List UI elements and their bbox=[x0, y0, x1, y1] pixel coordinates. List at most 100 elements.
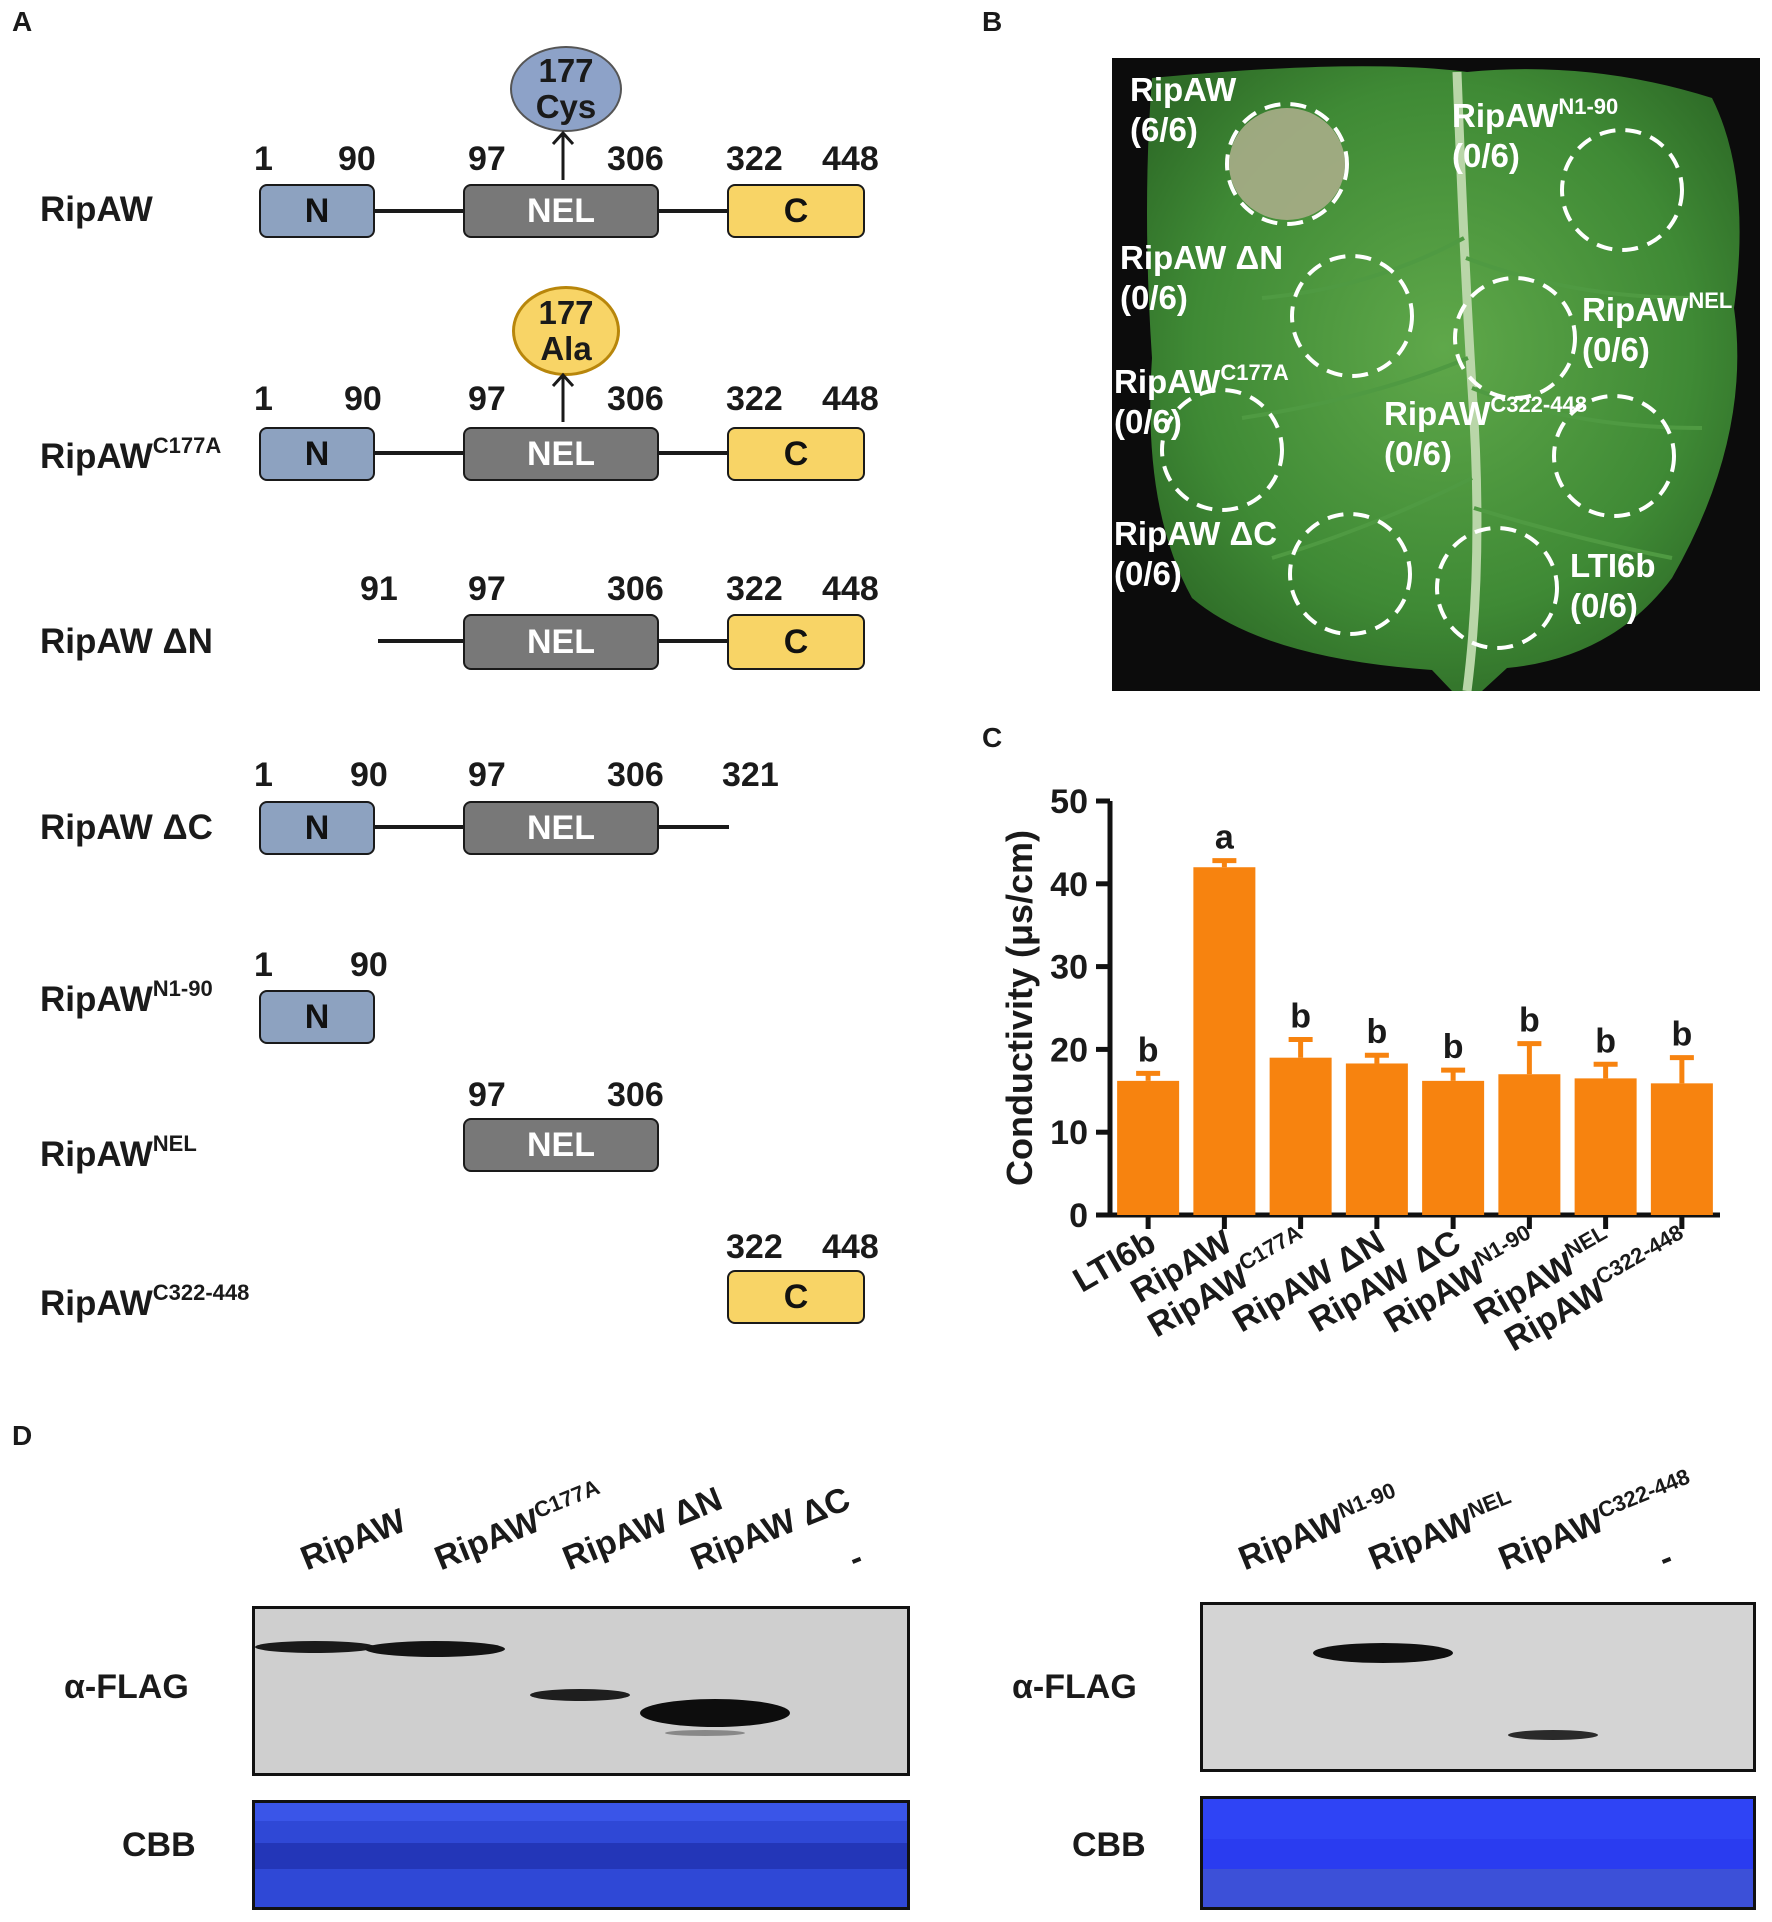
position-97: 97 bbox=[468, 756, 506, 794]
construct-label-ripaw-delta-c: RipAW ΔC bbox=[40, 808, 213, 847]
nel-domain: NEL bbox=[463, 614, 659, 670]
leaf-label-ripaw-c177a: RipAWC177A(0/6) bbox=[1114, 360, 1289, 440]
significance-letter: b bbox=[1595, 1022, 1616, 1060]
blot-bands bbox=[255, 1641, 790, 1736]
blot-bands bbox=[1313, 1643, 1598, 1740]
nel-domain: NEL bbox=[463, 427, 659, 481]
position-306: 306 bbox=[607, 1076, 664, 1114]
linker-line bbox=[378, 639, 464, 643]
leaf-image bbox=[1147, 66, 1740, 691]
position-97: 97 bbox=[468, 1076, 506, 1114]
significance-letter: b bbox=[1671, 1016, 1692, 1054]
position-97: 97 bbox=[468, 380, 506, 418]
y-tick-label: 50 bbox=[1050, 783, 1088, 821]
linker-line bbox=[657, 825, 729, 829]
position-90: 90 bbox=[350, 946, 388, 984]
position-448: 448 bbox=[822, 1228, 879, 1266]
position-97: 97 bbox=[468, 140, 506, 178]
bar bbox=[1650, 1083, 1713, 1215]
construct-label-ripaw-c322-448: RipAWC322-448 bbox=[40, 1280, 250, 1323]
position-448: 448 bbox=[822, 140, 879, 178]
position-1: 1 bbox=[254, 756, 273, 794]
row-label-cbb: CBB bbox=[122, 1826, 196, 1864]
leaf-label-ripaw-delta-c: RipAW ΔC(0/6) bbox=[1114, 515, 1278, 592]
bar bbox=[1574, 1078, 1637, 1215]
y-tick-label: 10 bbox=[1050, 1114, 1088, 1152]
position-1: 1 bbox=[254, 140, 273, 178]
position-306: 306 bbox=[607, 140, 664, 178]
row-label-flag: α-FLAG bbox=[64, 1668, 189, 1706]
position-306: 306 bbox=[607, 756, 664, 794]
position-91: 91 bbox=[360, 570, 398, 608]
lane-label: - bbox=[843, 1538, 869, 1579]
nel-domain: NEL bbox=[463, 1118, 659, 1172]
y-tick-label: 40 bbox=[1050, 866, 1088, 904]
n-domain: N bbox=[259, 801, 375, 855]
leaf-label-ripaw-n1-90: RipAWN1-90(0/6) bbox=[1452, 94, 1619, 174]
position-90: 90 bbox=[344, 380, 382, 418]
n-domain: N bbox=[259, 427, 375, 481]
arrow-up-icon bbox=[551, 372, 575, 422]
significance-letter: a bbox=[1215, 819, 1235, 857]
construct-label-ripaw-c177a: RipAWC177A bbox=[40, 433, 222, 476]
position-322: 322 bbox=[726, 570, 783, 608]
cbb-stain-right bbox=[1200, 1796, 1756, 1910]
position-1: 1 bbox=[254, 380, 273, 418]
nel-domain: NEL bbox=[463, 184, 659, 238]
linker-line bbox=[374, 209, 464, 213]
construct-label-ripaw-delta-n: RipAW ΔN bbox=[40, 622, 213, 661]
n-domain: N bbox=[259, 990, 375, 1044]
flag-blot-left bbox=[252, 1606, 910, 1776]
position-322: 322 bbox=[726, 1228, 783, 1266]
construct-label-ripaw-nel: RipAWNEL bbox=[40, 1131, 197, 1174]
position-90: 90 bbox=[338, 140, 376, 178]
bar bbox=[1193, 867, 1256, 1215]
flag-blot-right bbox=[1200, 1602, 1756, 1772]
position-306: 306 bbox=[607, 570, 664, 608]
y-axis-label: Conductivity (μs/cm) bbox=[1000, 830, 1040, 1186]
bar bbox=[1345, 1063, 1408, 1215]
row-label-flag: α-FLAG bbox=[1012, 1668, 1137, 1706]
position-448: 448 bbox=[822, 380, 879, 418]
bar bbox=[1498, 1074, 1561, 1215]
position-321: 321 bbox=[722, 756, 779, 794]
c-domain: C bbox=[727, 427, 865, 481]
linker-line bbox=[374, 451, 464, 455]
c-domain: C bbox=[727, 1270, 865, 1324]
significance-letter: b bbox=[1290, 997, 1311, 1035]
bar bbox=[1269, 1057, 1332, 1215]
position-322: 322 bbox=[726, 380, 783, 418]
y-tick-label: 20 bbox=[1050, 1031, 1088, 1069]
significance-letter: b bbox=[1138, 1031, 1159, 1069]
n-domain: N bbox=[259, 184, 375, 238]
lane-label: RipAW bbox=[295, 1501, 412, 1579]
linker-line bbox=[374, 825, 464, 829]
construct-label-ripaw-n1-90: RipAWN1-90 bbox=[40, 976, 213, 1019]
linker-line bbox=[657, 209, 729, 213]
c-domain: C bbox=[727, 184, 865, 238]
position-90: 90 bbox=[350, 756, 388, 794]
linker-line bbox=[657, 639, 729, 643]
row-label-cbb: CBB bbox=[1072, 1826, 1146, 1864]
nel-domain: NEL bbox=[463, 801, 659, 855]
significance-letter: b bbox=[1443, 1028, 1464, 1066]
bar bbox=[1422, 1080, 1485, 1215]
position-322: 322 bbox=[726, 140, 783, 178]
arrow-up-icon bbox=[551, 130, 575, 180]
panel-b-letter: B bbox=[982, 6, 1003, 37]
bar bbox=[1117, 1080, 1180, 1215]
position-448: 448 bbox=[822, 570, 879, 608]
significance-letter: b bbox=[1519, 1002, 1540, 1040]
position-306: 306 bbox=[607, 380, 664, 418]
panel-a-letter: A bbox=[12, 6, 33, 37]
cbb-bands bbox=[255, 1803, 907, 1869]
leaf-infiltration-photo: RipAW(6/6) RipAWN1-90(0/6) RipAW ΔN(0/6)… bbox=[1112, 58, 1760, 691]
leaf-label-ripaw-delta-n: RipAW ΔN(0/6) bbox=[1120, 239, 1284, 316]
c-domain: C bbox=[727, 614, 865, 670]
y-tick-label: 0 bbox=[1069, 1197, 1088, 1235]
linker-line bbox=[657, 451, 729, 455]
panel-c-letter: C bbox=[982, 722, 1003, 753]
